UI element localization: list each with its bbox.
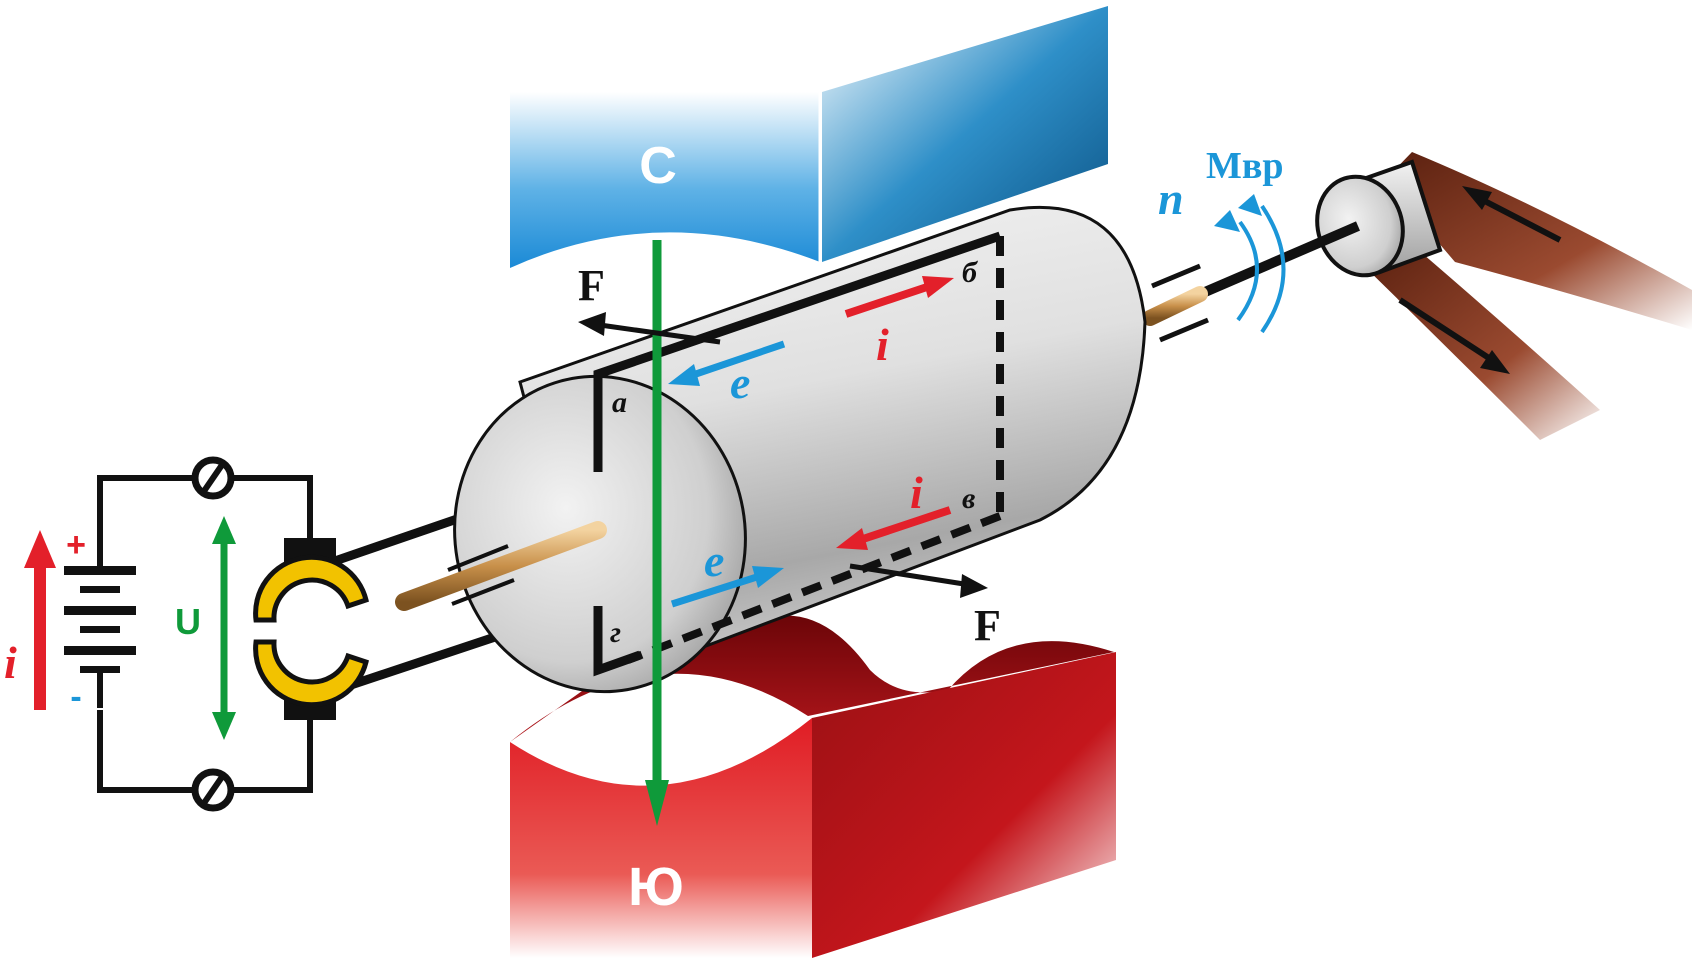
corner-label-a: а xyxy=(612,386,627,419)
rotation-arcs xyxy=(1214,194,1286,334)
commutator xyxy=(253,554,369,708)
force-arrow-top xyxy=(578,312,721,345)
battery-plus-label: + xyxy=(66,526,86,564)
battery xyxy=(64,540,136,690)
current-label-bottom: i xyxy=(910,467,923,518)
shaft-stub-right xyxy=(1142,286,1208,326)
emf-label-top: e xyxy=(730,357,750,408)
force-label-top: F xyxy=(578,261,605,310)
terminal-top xyxy=(191,456,235,500)
belt-arrow-down xyxy=(1398,297,1510,374)
external-circuit xyxy=(97,475,313,793)
north-pole-label: С xyxy=(639,137,677,195)
battery-minus-label: - xyxy=(70,678,81,716)
current-label-battery: i xyxy=(4,637,17,688)
south-pole-label: Ю xyxy=(628,857,684,917)
bearing-mark-right-top xyxy=(1151,263,1201,289)
force-label-bottom: F xyxy=(974,601,1001,650)
current-label-top: i xyxy=(876,319,889,370)
force-arrow-bottom xyxy=(849,563,988,598)
emf-label-bottom: e xyxy=(704,535,724,586)
corner-label-b: б xyxy=(962,256,978,289)
voltage-label: U xyxy=(175,601,201,642)
pulley xyxy=(1315,159,1443,278)
corner-label-v: в xyxy=(962,482,975,515)
north-pole-magnet xyxy=(510,6,1108,268)
speed-label: n xyxy=(1158,173,1184,224)
emf-arrow-top xyxy=(668,340,786,386)
current-arrow-battery xyxy=(24,530,56,710)
corner-label-g: г xyxy=(610,616,621,649)
current-arrow-bottom xyxy=(836,506,952,550)
belt-arrow-up xyxy=(1462,186,1562,243)
bearing-mark-left-top xyxy=(447,544,509,572)
emf-arrow-bottom xyxy=(670,566,784,608)
bearing-mark-left-bottom xyxy=(451,578,515,606)
armature-winding xyxy=(593,231,1004,677)
voltage-arrow xyxy=(212,516,236,740)
torque-label: Мвр xyxy=(1206,145,1284,187)
drive-belt xyxy=(1360,152,1692,440)
shaft-stub-left xyxy=(395,521,607,611)
bearing-mark-right-bottom xyxy=(1159,317,1209,343)
terminal-bottom xyxy=(191,768,235,812)
current-arrow-top xyxy=(844,276,954,318)
